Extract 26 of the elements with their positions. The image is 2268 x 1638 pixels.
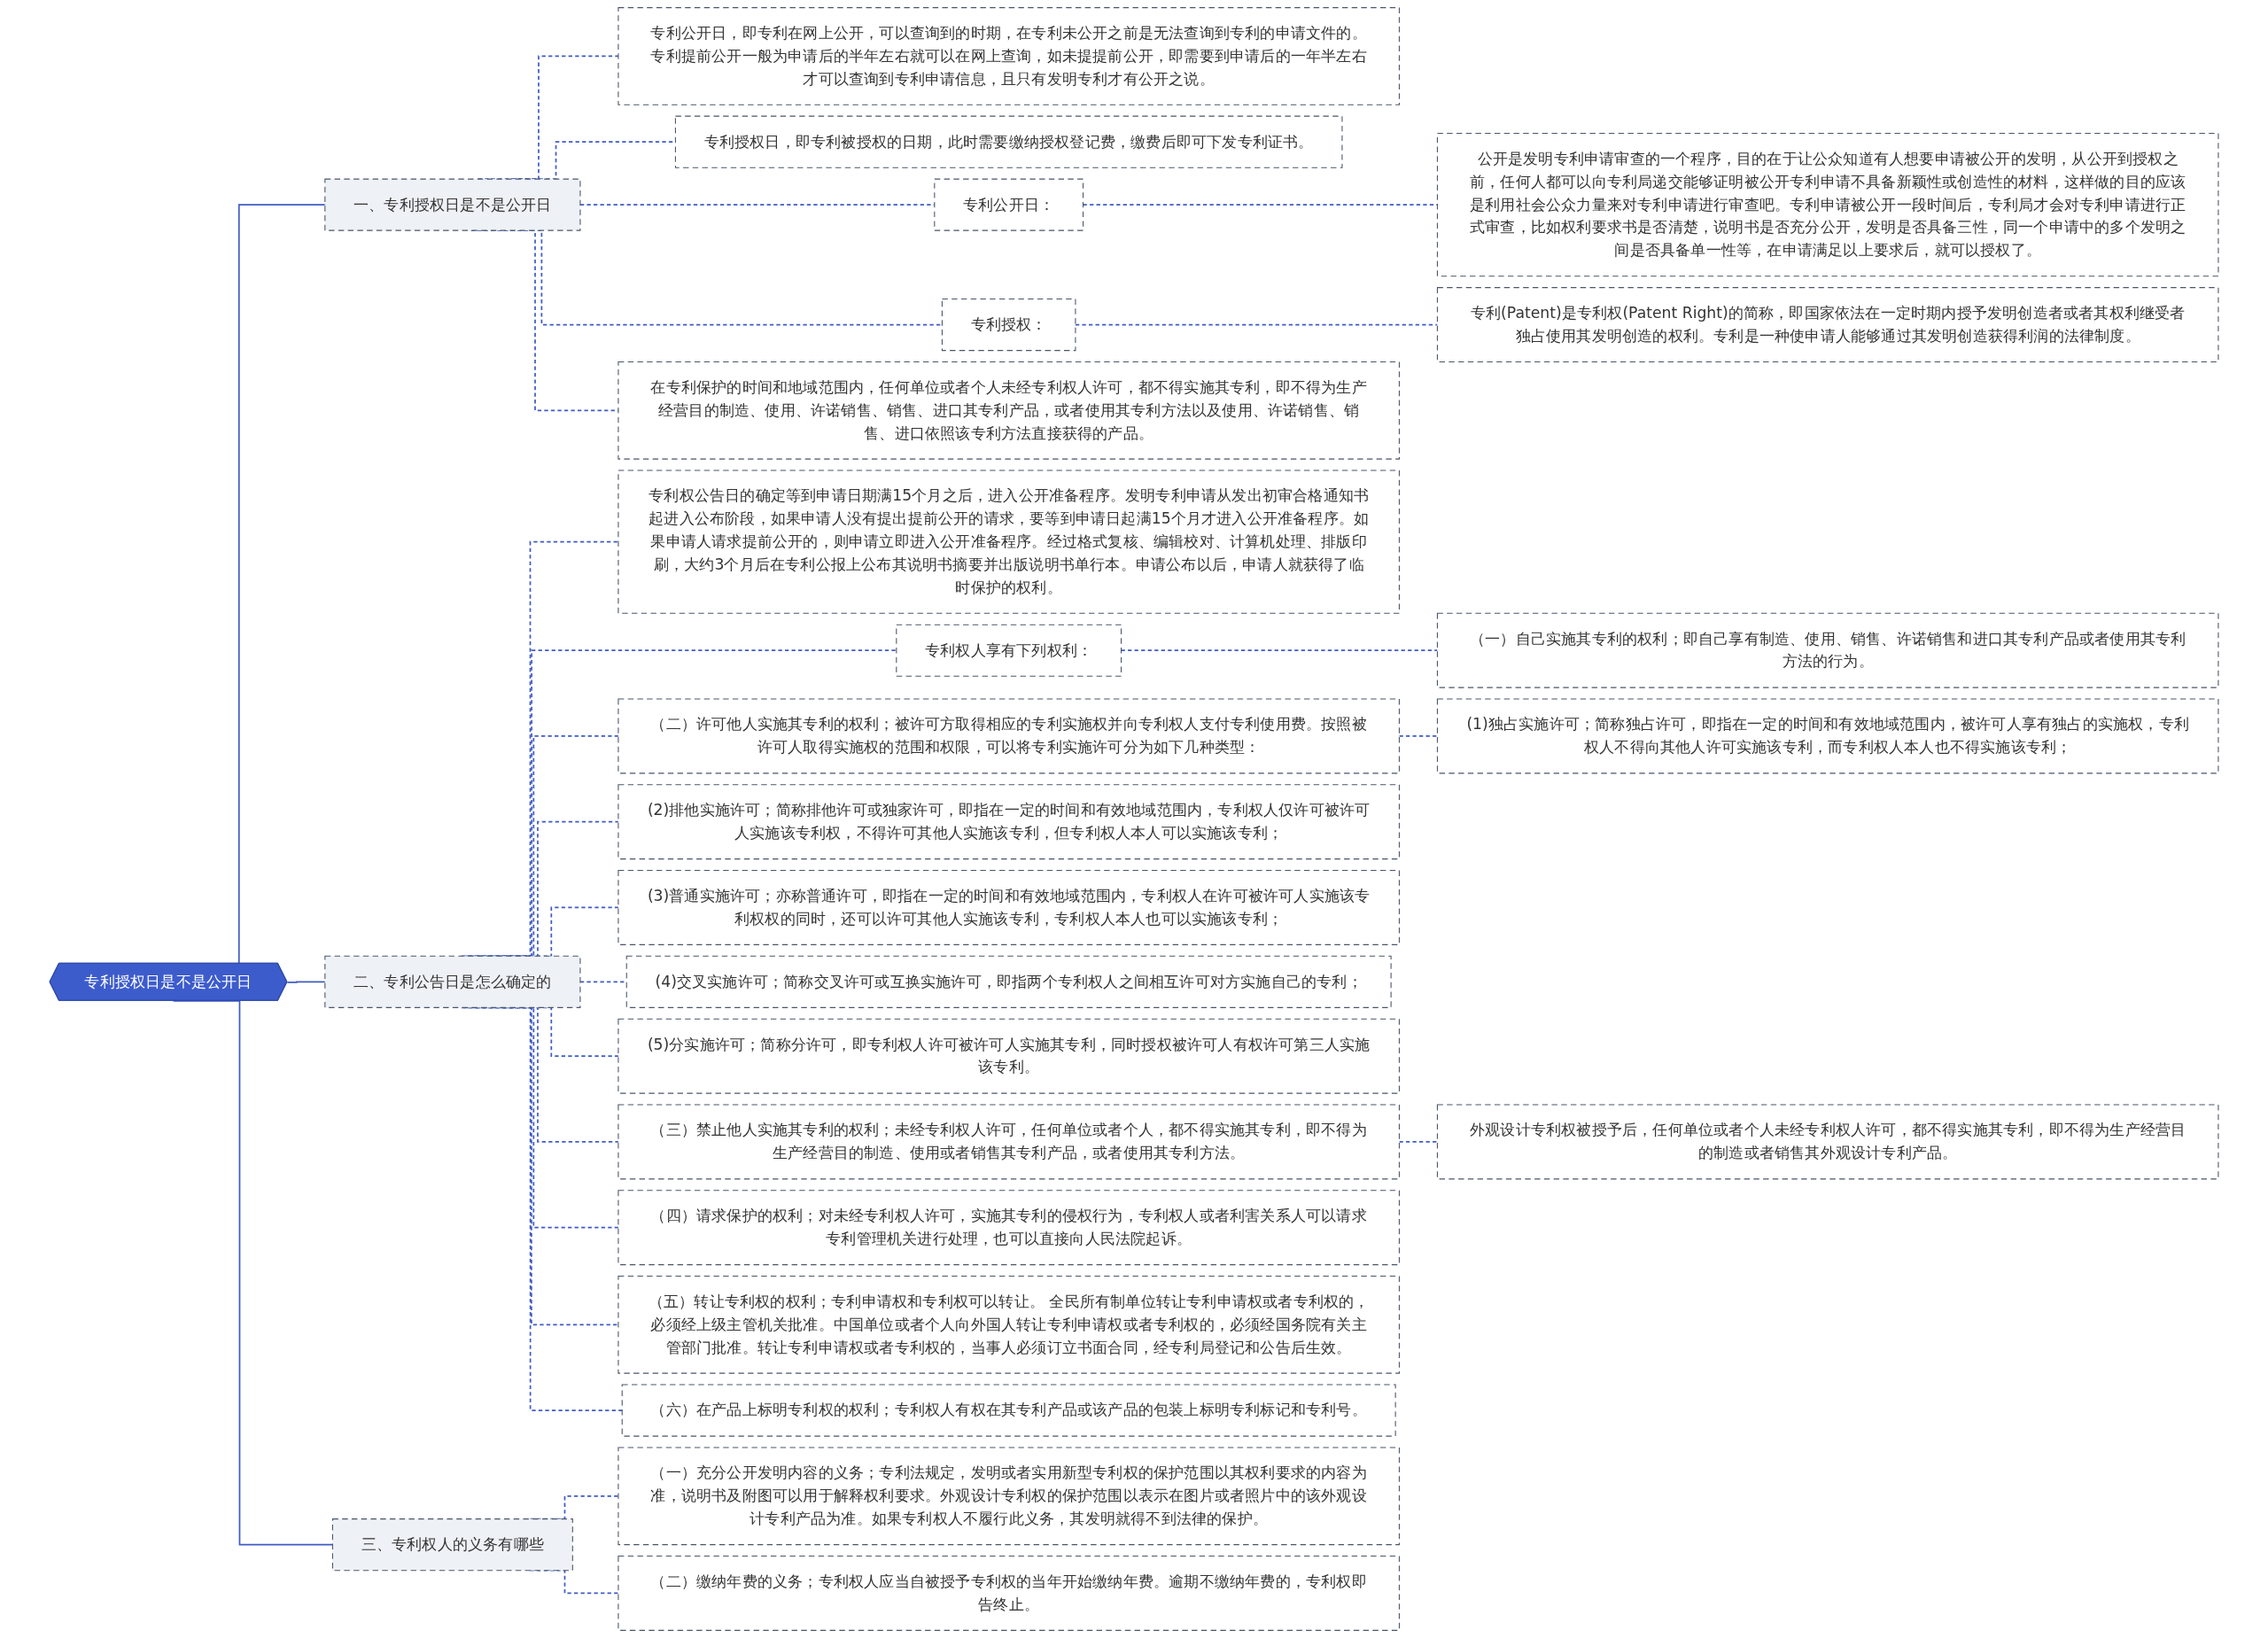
node-box: （六）在产品上标明专利权的权利；专利权人有权在其专利产品或该产品的包装上标明专利标记和专利号。 — [621, 1384, 1396, 1437]
node-box: （一）充分公开发明内容的义务；专利法规定，发明或者实用新型专利权的保护范围以其权利要求的内容为准，说明书及附图可以用于解释权利要求。外观设计专利权的保护范围以表示在图片或者照片中的该外观设计专利产品为准。如果专利权人不履行此义务，其发明就得不到法律的保护。 — [617, 1447, 1400, 1546]
node-box: （五）转让专利权的权利；专利申请权和专利权可以转让。 全民所有制单位转让专利申请权或者专利权的，必须经上级主管机关批准。中国单位或者个人向外国人转让专利申请权或者专利权的，必须经国务院有关主管部门批准。转让专利申请权或者专利权的，当事人必须订立书面合同，经专利局登记和公告后生效。 — [617, 1275, 1400, 1374]
node-box: (4)交叉实施许可；简称交叉许可或互换实施许可，即指两个专利权人之间相互许可对方实施自己的专利； — [625, 955, 1392, 1008]
node-box: （四）请求保护的权利；对未经专利权人许可，实施其专利的侵权行为，专利权人或者利害关系人可以请求专利管理机关进行处理，也可以直接向人民法院起诉。 — [617, 1190, 1400, 1266]
node-box: （三）禁止他人实施其专利的权利；未经专利权人许可，任何单位或者个人，都不得实施其专利，即不得为生产经营目的制造、使用或者销售其专利产品，或者使用其专利方法。 — [617, 1104, 1400, 1180]
node-box: 一、专利授权日是不是公开日 — [324, 178, 581, 231]
node-box: 专利授权日，即专利被授权的日期，此时需要缴纳授权登记费，缴费后即可下发专利证书。 — [674, 115, 1343, 168]
node-box: 在专利保护的时间和地域范围内，任何单位或者个人未经专利权人许可，都不得实施其专利，即不得为生产经营目的制造、使用、许诺销售、销售、进口其专利产品，或者使用其专利方法以及使用、许诺销售、销售、进口依照该专利方法直接获得的产品。 — [617, 361, 1400, 460]
node-box: 专利公开日，即专利在网上公开，可以查询到的时期，在专利未公开之前是无法查询到专利的申请文件的。专利提前公开一般为申请后的半年左右就可以在网上查询，如未提提前公开，即需要到申请后的一年半左右才可以查询到专利申请信息，且只有发明专利才有公开之说。 — [617, 7, 1400, 105]
node-box: 专利(Patent)是专利权(Patent Right)的简称，即国家依法在一定时期内授予发明创造者或者其权利继受者独占使用其发明创造的权利。专利是一种使申请人能够通过其发明创造获得利润的法律制度。 — [1436, 287, 2219, 363]
node-box: 专利权人享有下列权利： — [896, 624, 1122, 677]
node-box: (5)分实施许可；简称分许可，即专利权人许可被许可人实施其专利，同时授权被许可人有权许可第三人实施该专利。 — [617, 1018, 1400, 1094]
node-box: 三、专利权人的义务有哪些 — [331, 1518, 573, 1572]
node-box: 外观设计专利权被授予后，任何单位或者个人未经专利权人许可，都不得实施其专利，即不得为生产经营目的制造或者销售其外观设计专利产品。 — [1436, 1104, 2219, 1180]
node-box: （一）自己实施其专利的权利；即自己享有制造、使用、销售、许诺销售和进口其专利产品或者使用其专利方法的行为。 — [1436, 612, 2219, 688]
node-box: (2)排他实施许可；简称排他许可或独家许可，即指在一定的时间和有效地域范围内，专利权人仅许可被许可人实施该专利权，不得许可其他人实施该专利，但专利权人本人可以实施该专利； — [617, 784, 1400, 860]
node-box: 二、专利公告日是怎么确定的 — [324, 955, 581, 1008]
node-box: 专利权公告日的确定等到申请日期满15个月之后，进入公开准备程序。发明专利申请从发出初审合格通知书起进入公布阶段，如果申请人没有提出提前公开的请求，要等到申请日起满15个月才进入公开准备程序。如果申请人请求提前公开的，则申请立即进入公开准备程序。经过格式复核、编辑校对、计算机处理、排版印刷，大约3个月后在专利公报上公布其说明书摘要并出版说明书单行本。申请公布以后，申请人就获得了临时保护的权利。 — [617, 470, 1400, 614]
node-box: 专利公开日： — [934, 178, 1084, 231]
node-box: 专利授权： — [941, 299, 1076, 352]
node-box: （二）缴纳年费的义务；专利权人应当自被授予专利权的当年开始缴纳年费。逾期不缴纳年费的，专利权即告终止。 — [617, 1556, 1400, 1631]
node-box: （二）许可他人实施其专利的权利；被许可方取得相应的专利实施权并向专利权人支付专利使用费。按照被许可人取得实施权的范围和权限，可以将专利实施许可分为如下几种类型： — [617, 698, 1400, 774]
node-box: (3)普通实施许可；亦称普通许可，即指在一定的时间和有效地域范围内，专利权人在许可被许可人实施该专利权权的同时，还可以许可其他人实施该专利，专利权人本人也可以实施该专利； — [617, 870, 1400, 945]
node-box: 公开是发明专利申请审查的一个程序，目的在于让公众知道有人想要申请被公开的发明，从公开到授权之前，任何人都可以向专利局递交能够证明被公开专利申请不具备新颖性或创造性的材料，这样做的目的应该是利用社会公众力量来对专利申请进行审查吧。专利申请被公开一段时间后，专利局才会对专利申请进行正式审查，比如权利要求书是否清楚，说明书是否充分公开，发明是否具备三性，同一个申请中的多个发明之间是否具备单一性等，在申请满足以上要求后，就可以授权了。 — [1436, 132, 2219, 277]
node-box: (1)独占实施许可；简称独占许可，即指在一定的时间和有效地域范围内，被许可人享有独占的实施权，专利权人不得向其他人许可实施该专利，而专利权人本人也不得实施该专利； — [1436, 698, 2219, 774]
